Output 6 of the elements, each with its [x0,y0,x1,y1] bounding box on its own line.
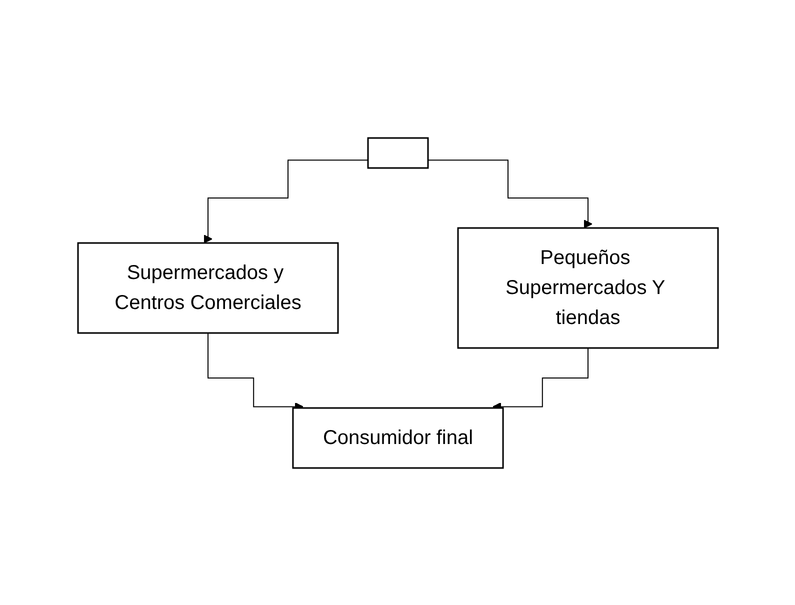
node-box [366,136,428,168]
arrow [427,159,592,228]
node-box: Consumidor final [292,406,504,468]
arrow [203,159,368,243]
node-box: Pequeños Supermercados Y tiendas [456,226,718,348]
node-box: Supermercados y Centros Comerciales [76,242,338,334]
